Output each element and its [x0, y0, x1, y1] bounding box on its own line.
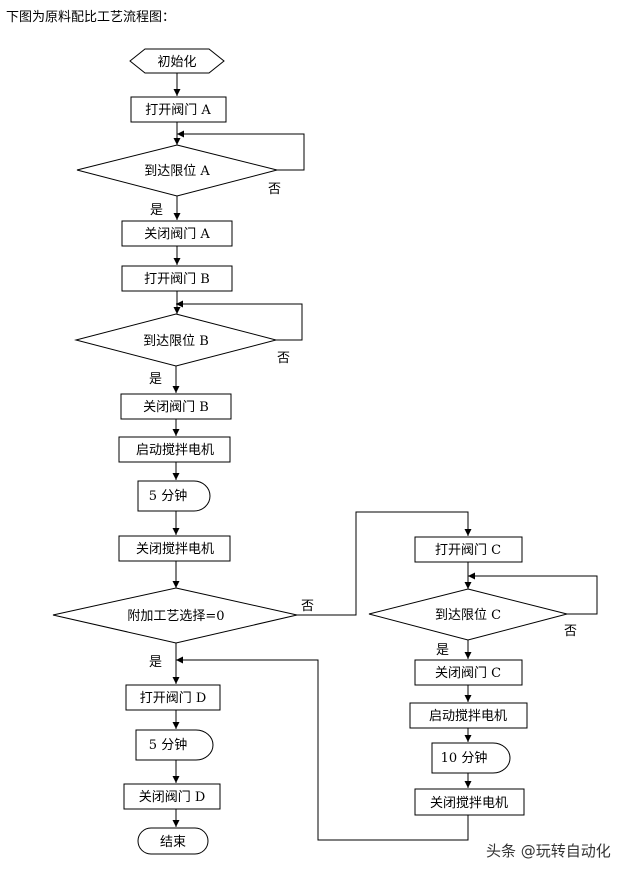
open-valve-b-node — [121, 265, 233, 292]
loop-arrow — [176, 300, 303, 341]
delay-10min-label: 10 分钟 — [441, 750, 488, 766]
delay-5min-node — [135, 729, 214, 761]
end-node — [137, 827, 209, 855]
loop-arrow — [468, 572, 598, 615]
stop-mixer-label: 关闭搅拌电机 — [430, 795, 508, 811]
stop-mixer-label: 关闭搅拌电机 — [136, 541, 214, 557]
delay-5min-label: 5 分钟 — [149, 488, 187, 504]
no-label: 否 — [277, 351, 290, 366]
close-valve-b-node — [120, 393, 232, 420]
branch-arrow — [297, 511, 472, 616]
no-label: 否 — [301, 599, 314, 614]
start-mixer-label: 启动搅拌电机 — [429, 708, 507, 724]
delay-10min-node — [431, 742, 511, 774]
yes-label: 是 — [149, 655, 162, 670]
delay-5min-label: 5 分钟 — [149, 737, 187, 753]
open-valve-c-label: 打开阀门 C — [435, 543, 501, 558]
close-valve-d-label: 关闭阀门 D — [139, 790, 206, 805]
open-valve-b-label: 打开阀门 B — [144, 272, 210, 287]
open-valve-c-node — [414, 536, 523, 563]
yes-label: 是 — [436, 643, 449, 658]
open-valve-d-label: 打开阀门 D — [140, 691, 207, 706]
init-node — [129, 48, 225, 74]
no-label: 否 — [564, 624, 577, 639]
reach-limit-a-label: 到达限位 A — [144, 164, 210, 179]
init-label: 初始化 — [157, 55, 196, 70]
stop-mixer-node — [118, 535, 231, 562]
close-valve-b-label: 关闭阀门 B — [143, 400, 209, 415]
open-valve-a-label: 打开阀门 A — [145, 103, 211, 118]
intro-text: 下图为原料配比工艺流程图： — [6, 10, 176, 25]
stop-mixer-node — [414, 788, 525, 816]
start-mixer-node — [118, 436, 231, 463]
close-valve-c-label: 关闭阀门 C — [435, 666, 501, 681]
merge-arrow — [176, 656, 469, 841]
end-label: 结束 — [160, 835, 186, 850]
yes-label: 是 — [150, 203, 163, 218]
reach-limit-b-label: 到达限位 B — [143, 334, 209, 349]
no-label: 否 — [268, 182, 281, 197]
open-valve-d-node — [125, 684, 221, 711]
open-valve-a-node — [130, 96, 227, 123]
close-valve-a-label: 关闭阀门 A — [144, 227, 210, 242]
start-mixer-node — [409, 702, 528, 729]
close-valve-a-node — [121, 220, 233, 247]
yes-label: 是 — [149, 372, 162, 387]
close-valve-c-node — [414, 659, 523, 686]
delay-5min-node — [137, 480, 211, 512]
extra-process-label: 附加工艺选择=0 — [127, 609, 224, 624]
close-valve-d-node — [123, 783, 221, 810]
watermark-text: 头条 @玩转自动化 — [486, 842, 611, 860]
loop-arrow — [177, 130, 305, 171]
start-mixer-label: 启动搅拌电机 — [136, 442, 214, 458]
reach-limit-c-label: 到达限位 C — [435, 608, 501, 623]
